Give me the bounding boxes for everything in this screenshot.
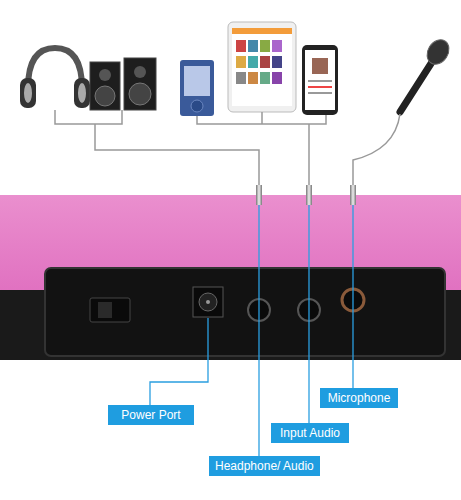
callout-text: Power Port xyxy=(114,408,188,422)
power-pin xyxy=(206,300,210,304)
mp3-player xyxy=(180,60,214,116)
switch xyxy=(90,298,130,322)
switch-knob xyxy=(98,302,112,318)
callout-text: Microphone xyxy=(326,391,392,405)
microphone-device xyxy=(400,36,453,112)
callout-box: Power Port xyxy=(108,405,194,425)
power-jack xyxy=(193,287,223,317)
speakers xyxy=(90,58,156,110)
tablet xyxy=(228,22,296,112)
port-panel xyxy=(45,268,445,356)
phone xyxy=(302,45,338,115)
callout-box: Microphone xyxy=(320,388,398,408)
callout-text: Input Audio xyxy=(277,426,343,440)
callout-box: Headphone/ Audio xyxy=(209,456,320,476)
callout-text: Headphone/ Audio xyxy=(215,459,314,473)
callout-box: Input Audio xyxy=(271,423,349,443)
cables xyxy=(55,110,400,185)
headphones xyxy=(20,48,90,108)
plugs xyxy=(256,185,356,205)
power-jack-hole xyxy=(199,293,217,311)
